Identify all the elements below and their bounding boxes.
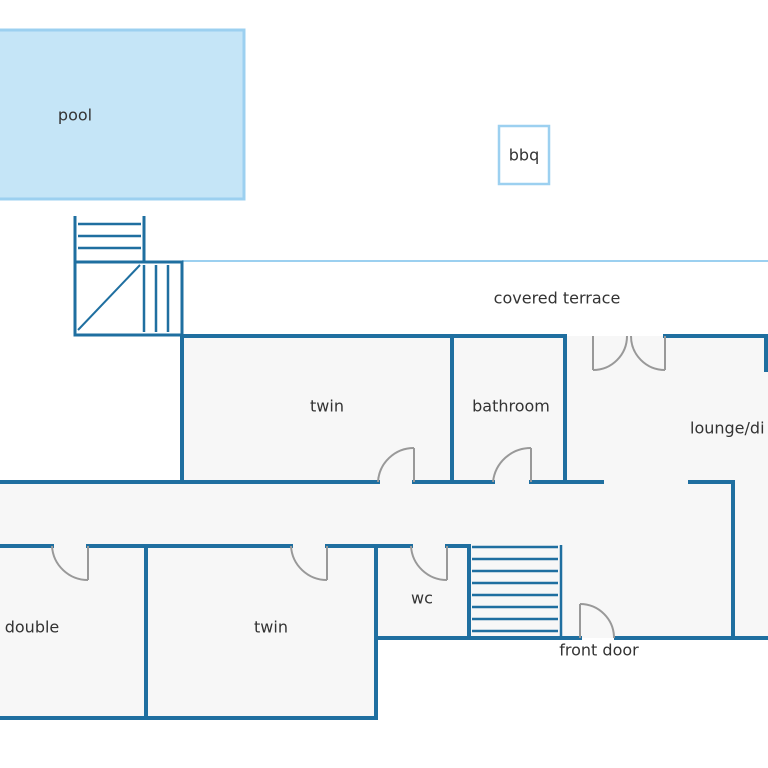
pool-label: pool xyxy=(58,106,92,125)
indoor-staircase xyxy=(472,545,563,638)
twin-lower-door-swing xyxy=(290,545,328,582)
terrace-door-left-swing xyxy=(592,335,628,371)
floor-corridor xyxy=(0,482,733,546)
covered-terrace-label: covered terrace xyxy=(494,289,621,308)
floor-lounge-right xyxy=(733,482,768,638)
doors xyxy=(51,335,666,639)
twin-lower-label: twin xyxy=(254,618,288,637)
outdoor-staircase xyxy=(73,216,184,337)
floor-twin-upper xyxy=(182,336,452,482)
walls xyxy=(0,334,768,720)
floor-hall xyxy=(469,546,733,638)
bbq-label: bbq xyxy=(509,146,539,165)
double-door-swing xyxy=(51,545,89,582)
floor-twin-lower xyxy=(146,546,376,718)
pool-area xyxy=(0,28,246,201)
front-door-swing xyxy=(579,603,615,639)
staircase-outline xyxy=(73,216,184,337)
floor-lounge-upper xyxy=(565,336,768,482)
twin-upper-label: twin xyxy=(310,397,344,416)
floor-bathroom xyxy=(452,336,565,482)
terrace-door-right-swing xyxy=(630,335,666,371)
staircase-diagonal xyxy=(77,264,141,331)
lounge-label: lounge/di xyxy=(690,419,765,438)
bathroom-door-swing xyxy=(492,446,532,483)
twin-upper-door-swing xyxy=(377,446,415,483)
floor-wc xyxy=(376,546,469,638)
floor-double xyxy=(0,546,146,718)
bathroom-label: bathroom xyxy=(472,397,550,416)
double-label: double xyxy=(5,618,60,637)
wc-label: wc xyxy=(411,589,433,608)
bbq-box xyxy=(497,124,551,186)
floor-fills xyxy=(0,336,768,718)
wc-door-swing xyxy=(410,545,448,582)
staircase-treads xyxy=(78,222,170,332)
front-door-label: front door xyxy=(559,641,639,660)
